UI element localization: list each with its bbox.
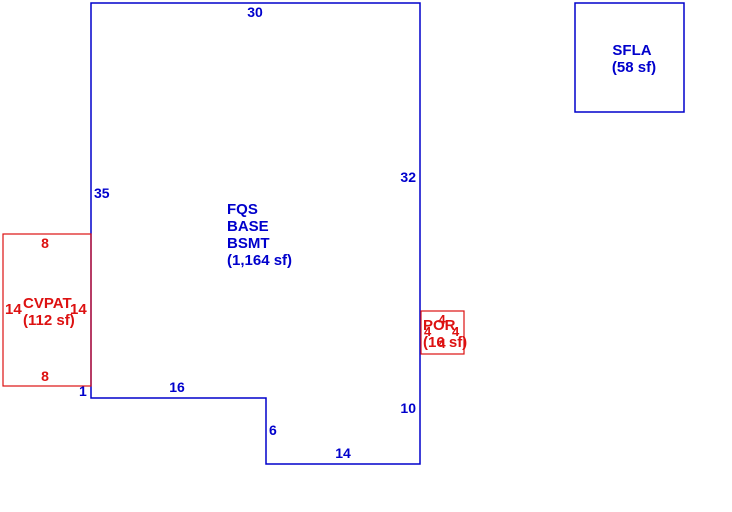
sfla-area-outline bbox=[574, 2, 685, 113]
por-area-sf: (16 sf) bbox=[423, 334, 467, 351]
cvpat-dim-top: 8 bbox=[41, 235, 49, 251]
por-area-outline bbox=[420, 310, 465, 355]
main-dim-right-upper: 32 bbox=[400, 169, 416, 185]
cvpat-dim-bottom: 8 bbox=[41, 368, 49, 384]
cvpat-dim-left: 14 bbox=[5, 301, 22, 318]
cvpat-area-outline bbox=[2, 233, 92, 387]
cvpat-area-sf: (112 sf) bbox=[23, 312, 75, 329]
main-dim-top: 30 bbox=[247, 4, 263, 20]
main-dim-notch-vertical: 6 bbox=[269, 422, 277, 438]
main-dim-left-jog: 1 bbox=[79, 383, 87, 399]
main-area-label-fqs: FQS bbox=[227, 201, 258, 218]
main-area-area-sf: (1,164 sf) bbox=[227, 252, 292, 269]
main-area-outline bbox=[90, 2, 421, 465]
sfla-area-label: SFLA bbox=[612, 42, 651, 59]
main-dim-left: 35 bbox=[94, 185, 110, 201]
por-dim-top: 4 bbox=[438, 312, 446, 327]
cvpat-dim-right: 14 bbox=[70, 301, 87, 318]
main-area-label-bsmt: BSMT bbox=[227, 235, 270, 252]
por-area-label: POR bbox=[423, 317, 456, 334]
cvpat-area-label: CVPAT bbox=[23, 295, 72, 312]
main-dim-right-lower: 10 bbox=[400, 400, 416, 416]
main-dim-bottom-right: 14 bbox=[335, 445, 351, 461]
main-dim-bottom-left: 16 bbox=[169, 379, 185, 395]
main-area-label-base: BASE bbox=[227, 218, 269, 235]
por-dim-right: 4 bbox=[452, 324, 460, 339]
por-dim-left: 4 bbox=[424, 324, 432, 339]
sfla-area-sf: (58 sf) bbox=[612, 59, 656, 76]
por-dim-bottom: 4 bbox=[438, 336, 446, 351]
